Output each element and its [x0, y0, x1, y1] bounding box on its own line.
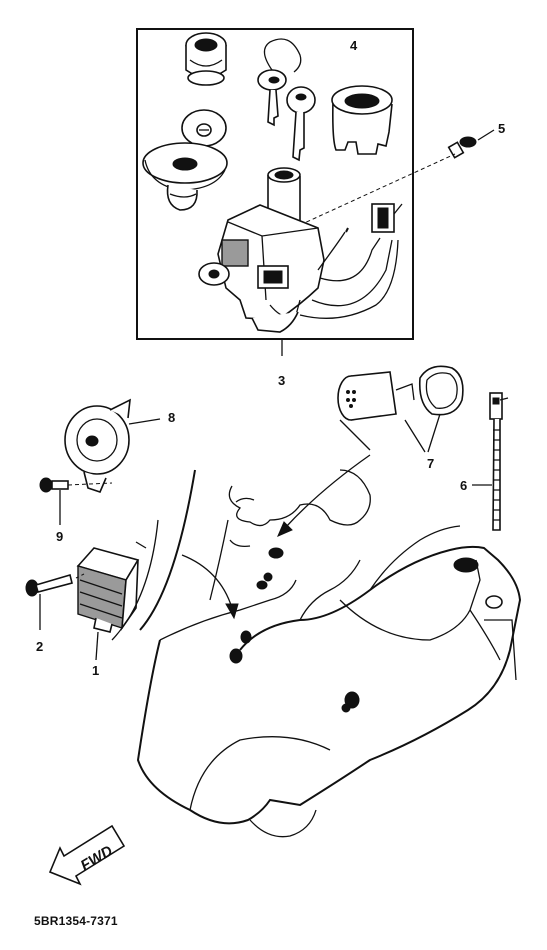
callout-7: 7: [427, 456, 434, 471]
diagram-code: 5BR1354-7371: [34, 914, 118, 928]
wire-harness-part: [299, 203, 403, 319]
motorcycle-outline: [111, 469, 522, 838]
cover-part: [331, 85, 393, 155]
callout-8: 8: [168, 410, 175, 425]
callout-9: 9: [56, 529, 63, 544]
callout-3: 3: [278, 373, 285, 388]
ignition-assembly-box: [136, 28, 414, 340]
callout-6: 6: [460, 478, 467, 493]
regulator-part: [76, 547, 140, 633]
key-set-part: [257, 38, 316, 162]
callout-1: 1: [92, 663, 99, 678]
buzzer-cover-part: [418, 365, 464, 416]
callout-2: 2: [36, 639, 43, 654]
fwd-arrow-icon: [48, 824, 126, 886]
horn-part: [64, 398, 131, 493]
mount-locations: [229, 547, 479, 713]
buzzer-part: [337, 371, 415, 421]
fuel-cap-lock-part: [142, 109, 228, 211]
horn-bolt-part: [39, 477, 69, 493]
ignition-switch-part: [198, 167, 325, 333]
lock-cylinder-part: [185, 32, 227, 86]
cable-tie-part: [489, 392, 509, 531]
screw-part: [447, 136, 477, 159]
callout-4: 4: [350, 38, 358, 53]
callout-5: 5: [498, 121, 505, 136]
regulator-bolt-part: [25, 573, 73, 597]
